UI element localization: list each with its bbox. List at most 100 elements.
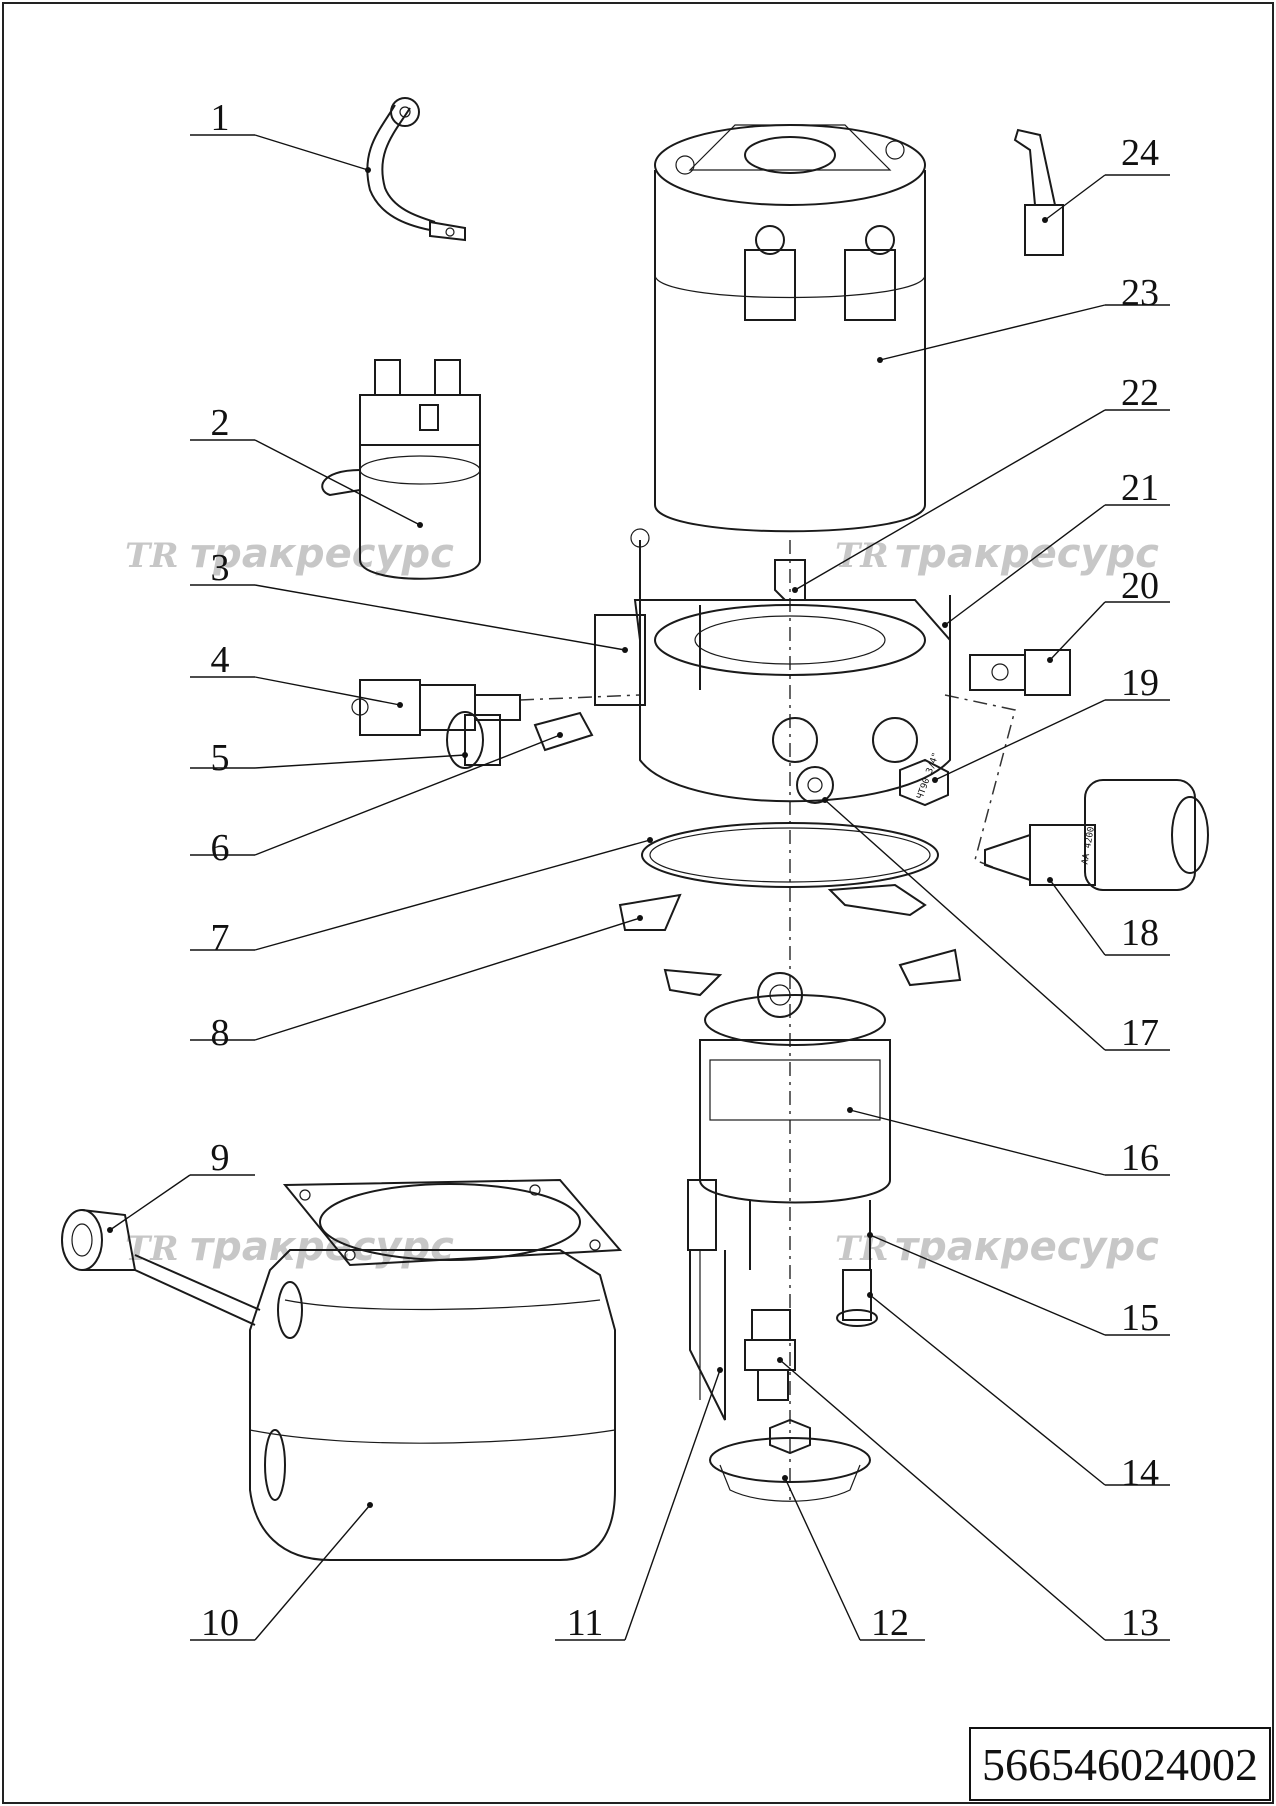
callout-label-21: 21 — [1121, 467, 1159, 509]
part-8-clamps — [618, 883, 962, 997]
watermark-logo: TR — [835, 1229, 889, 1269]
callout-label-1: 1 — [211, 97, 230, 139]
manifold-block — [594, 528, 951, 804]
leader-dot-7 — [647, 837, 653, 843]
leader-line-22 — [794, 409, 1106, 591]
leader-line-20 — [1049, 601, 1106, 661]
part-6-cartridge — [533, 711, 594, 752]
leader-dot-10 — [367, 1502, 373, 1508]
leader-dot-15 — [867, 1232, 873, 1238]
callout-label-20: 20 — [1121, 565, 1159, 607]
callout-label-2: 2 — [211, 402, 230, 444]
watermark-logo: TR — [125, 536, 179, 576]
leader-dot-17 — [822, 797, 828, 803]
leader-dot-24 — [1042, 217, 1048, 223]
part-11-suction-tube — [687, 1179, 726, 1421]
leader-lines — [107, 134, 1170, 1641]
leader-dot-11 — [717, 1367, 723, 1373]
watermark-3: TR тракресурс — [125, 1224, 454, 1270]
callout-label-5: 5 — [211, 737, 230, 779]
watermark-text: тракресурс — [190, 531, 454, 577]
leader-line-15 — [869, 1234, 1106, 1336]
callout-label-18: 18 — [1121, 912, 1159, 954]
leader-line-18 — [1049, 879, 1106, 956]
leader-line-19 — [934, 699, 1106, 781]
leader-line-14 — [869, 1294, 1106, 1486]
callout-label-19: 19 — [1121, 662, 1159, 704]
leader-dot-9 — [107, 1227, 113, 1233]
leader-dot-4 — [397, 702, 403, 708]
leader-dot-20 — [1047, 657, 1053, 663]
leader-line-23 — [879, 304, 1106, 361]
callout-label-12: 12 — [871, 1602, 909, 1644]
leader-dot-21 — [942, 622, 948, 628]
part-9-filler-cap — [61, 1209, 261, 1326]
callout-label-16: 16 — [1121, 1137, 1159, 1179]
callout-label-17: 17 — [1121, 1012, 1159, 1054]
part-12-filter-plate — [709, 1418, 871, 1502]
part-10-tank — [249, 1249, 616, 1561]
callout-label-8: 8 — [211, 1012, 230, 1054]
leader-dot-14 — [867, 1292, 873, 1298]
leader-dot-1 — [365, 167, 371, 173]
part-22-key — [774, 559, 806, 601]
callout-label-9: 9 — [211, 1137, 230, 1179]
callout-label-7: 7 — [211, 917, 230, 959]
valve-axis-line — [519, 694, 641, 701]
callout-label-10: 10 — [201, 1602, 239, 1644]
callout-label-23: 23 — [1121, 272, 1159, 314]
document-number-frame — [969, 1727, 1271, 1801]
watermark-text: тракресурс — [895, 531, 1159, 577]
leader-line-2 — [254, 439, 421, 526]
valve-plug-marking: ЧТ90 3/4" — [916, 751, 942, 800]
leader-line-6 — [254, 734, 561, 856]
watermark-4: TR тракресурс — [835, 1224, 1159, 1270]
part-20-check-valve — [969, 649, 1071, 696]
watermark-logo: TR — [835, 536, 889, 576]
leader-line-5 — [254, 754, 466, 769]
leader-dot-12 — [782, 1475, 788, 1481]
document-number-block: 566546024002 — [969, 1727, 1271, 1801]
leader-line-3 — [254, 584, 626, 651]
callout-label-13: 13 — [1121, 1602, 1159, 1644]
leader-line-24 — [1044, 174, 1106, 221]
part-7-o-ring — [641, 822, 939, 888]
leader-dot-5 — [462, 752, 468, 758]
leader-dot-2 — [417, 522, 423, 528]
document-number: 566546024002 — [982, 1739, 1258, 1790]
leader-line-9 — [109, 1174, 191, 1231]
leader-line-10 — [254, 1504, 371, 1641]
watermark-2: TR тракресурс — [835, 531, 1159, 577]
part-2-relay — [321, 359, 481, 580]
callout-label-3: 3 — [211, 547, 230, 589]
leader-line-17 — [824, 799, 1106, 1051]
leader-dot-13 — [777, 1357, 783, 1363]
part-18-solenoid-valve: AA 4200 — [984, 779, 1209, 891]
leader-line-13 — [779, 1359, 1106, 1641]
leader-dot-6 — [557, 732, 563, 738]
callout-label-6: 6 — [211, 827, 230, 869]
leader-dot-19 — [932, 777, 938, 783]
leader-line-7 — [254, 839, 651, 951]
leader-dot-16 — [847, 1107, 853, 1113]
part-14-bolt — [836, 1269, 878, 1327]
leader-line-21 — [944, 504, 1106, 626]
part-1-cable-strap — [366, 97, 466, 242]
callout-label-4: 4 — [211, 639, 230, 681]
callout-label-14: 14 — [1121, 1452, 1159, 1494]
leader-dot-3 — [622, 647, 628, 653]
watermark-text: тракресурс — [895, 1224, 1159, 1270]
leader-line-12 — [784, 1477, 861, 1641]
callout-label-22: 22 — [1121, 372, 1159, 414]
leader-line-8 — [254, 917, 641, 1041]
part-24-brush — [1013, 128, 1064, 256]
leader-line-4 — [254, 676, 401, 706]
watermark-1: TR тракресурс — [125, 531, 454, 577]
leader-dot-8 — [637, 915, 643, 921]
leader-dot-18 — [1047, 877, 1053, 883]
leader-line-1 — [254, 134, 369, 171]
leader-dot-23 — [877, 357, 883, 363]
callout-label-24: 24 — [1121, 132, 1159, 174]
